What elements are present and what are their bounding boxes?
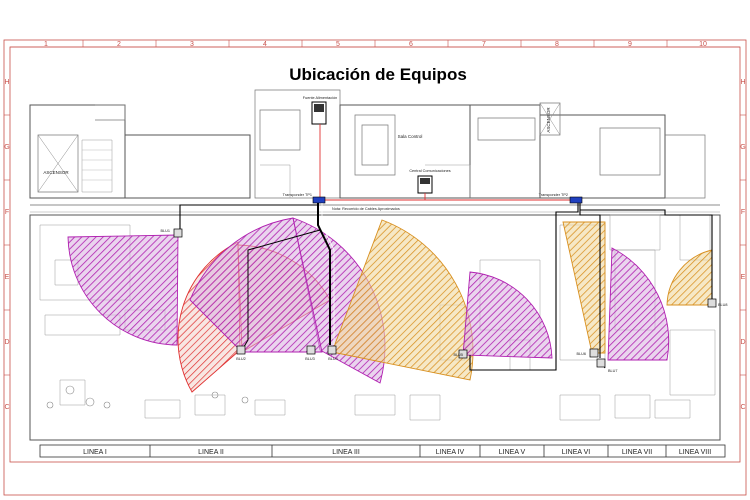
line-v-label: LINEA V	[499, 449, 526, 456]
row-label-h-right: H	[740, 79, 745, 86]
row-label-c-right: C	[740, 404, 745, 411]
blu1-label: BLU1	[161, 229, 171, 233]
column-label-5: 5	[336, 41, 340, 48]
row-label-e-right: E	[741, 274, 746, 281]
row-ruler: H G F E D C H G F E D C	[4, 79, 746, 411]
fuente-alimentacion-label: Fuente Alimentación	[303, 96, 337, 100]
transponder-tp2	[569, 196, 583, 204]
power-source-equipment	[311, 101, 327, 125]
line-vii-label: LINEA VII	[622, 449, 652, 456]
sala-control-label: Sala Control	[398, 134, 423, 139]
column-label-9: 9	[628, 41, 632, 48]
ascensor-right-label: ASCENSOR	[546, 107, 551, 133]
blu7-icon	[596, 358, 606, 368]
column-label-1: 1	[44, 41, 48, 48]
line-ii-label: LINEA II	[198, 449, 224, 456]
blu5-icon	[458, 349, 468, 359]
central-comunicaciones-label: Central Comunicaciones	[409, 169, 450, 173]
row-label-e: E	[5, 274, 10, 281]
coverage-zone-blu1	[67, 234, 179, 346]
row-label-d-right: D	[740, 339, 745, 346]
page-title: Ubicación de Equipos	[289, 65, 467, 84]
column-label-4: 4	[263, 41, 267, 48]
blu7-label: BLU7	[608, 369, 618, 373]
coverage-zone-blu4	[331, 219, 474, 381]
cable-runs	[179, 203, 713, 371]
column-ruler: 1 2 3 4 5 6 7 8 9 10	[10, 40, 740, 48]
row-label-f: F	[5, 209, 9, 216]
blu3-label: BLU3	[305, 357, 315, 361]
blu8-label: BLU8	[718, 303, 728, 307]
upper-building	[29, 89, 720, 213]
blu5-label: BLU5	[454, 353, 464, 357]
line-vi-label: LINEA VI	[562, 449, 590, 456]
comm-backbone	[319, 124, 576, 201]
column-label-8: 8	[555, 41, 559, 48]
line-i-label: LINEA I	[83, 449, 107, 456]
blu-nodes	[173, 228, 717, 368]
row-label-g-right: G	[740, 144, 745, 151]
blu2-icon	[236, 345, 246, 355]
line-iv-label: LINEA IV	[436, 449, 465, 456]
blu8-icon	[707, 298, 717, 308]
comm-central-equipment	[417, 175, 433, 194]
column-label-6: 6	[409, 41, 413, 48]
coverage-zone-blu7	[607, 247, 670, 361]
blu2-label: BLU2	[236, 357, 246, 361]
column-label-2: 2	[117, 41, 121, 48]
line-viii-label: LINEA VIII	[679, 449, 711, 456]
blu4-icon	[327, 345, 337, 355]
column-label-3: 3	[190, 41, 194, 48]
cable-note: Nota: Recorrido de Cables Aproximados	[332, 207, 400, 211]
blu1-icon	[173, 228, 183, 238]
blu6-icon	[589, 348, 599, 358]
coverage-zone-blu5	[462, 271, 553, 359]
line-iii-label: LINEA III	[332, 449, 360, 456]
production-line-table: LINEA I LINEA II LINEA III LINEA IV LINE…	[39, 444, 726, 458]
coverage-zone-blu6	[562, 221, 606, 354]
row-label-f-right: F	[741, 209, 745, 216]
row-label-c: C	[4, 404, 9, 411]
transponder-tp2-label: Transponder TP2	[539, 193, 568, 197]
blu6-label: BLU6	[577, 352, 587, 356]
transponder-tp1	[312, 196, 326, 204]
coverage-zone-blu8	[666, 249, 713, 306]
coverage-zone-blu3b	[189, 217, 323, 353]
coverage-zones	[67, 217, 713, 393]
blu3-icon	[306, 345, 316, 355]
row-label-d: D	[4, 339, 9, 346]
ascensor-left-label: ASCENSOR	[43, 170, 69, 175]
column-label-10: 10	[699, 41, 707, 48]
transponder-tp1-label: Transponder TP1	[283, 193, 312, 197]
column-label-7: 7	[482, 41, 486, 48]
row-label-g: G	[4, 144, 9, 151]
row-label-h: H	[4, 79, 9, 86]
blu4-label: BLU4	[328, 357, 338, 361]
